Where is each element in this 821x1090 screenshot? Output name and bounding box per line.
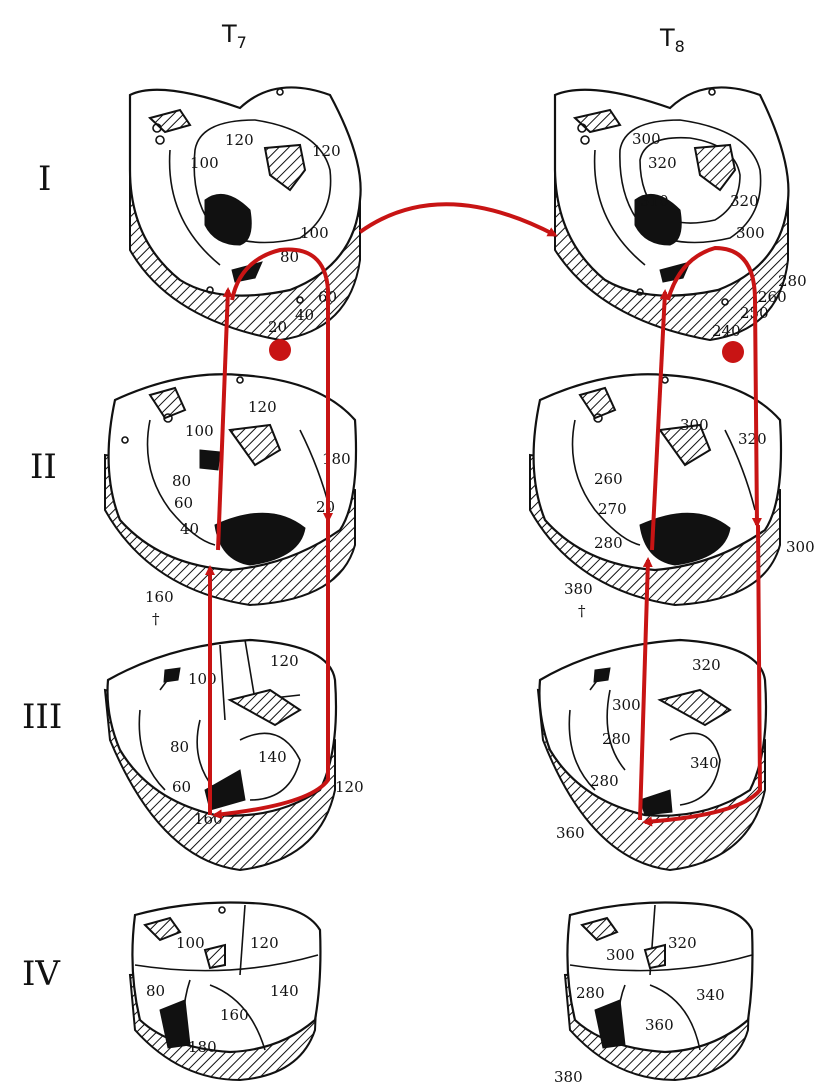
row-label-iv: IV — [22, 954, 61, 994]
value-label: 320 — [692, 656, 721, 674]
value-label: 300 — [736, 224, 765, 242]
slice-t7-ii: 120 100 80 60 40 180 20 160 † — [105, 374, 356, 628]
row-label-iii: III — [22, 697, 62, 737]
value-label: 20 — [268, 318, 287, 336]
value-label: 380 — [564, 580, 593, 598]
value-label: 310 — [640, 192, 669, 210]
value-label: 100 — [185, 422, 214, 440]
value-label: 140 — [270, 982, 299, 1000]
row-label-i: I — [38, 159, 51, 199]
arrow-t7-to-t8 — [360, 204, 555, 235]
value-label: 40 — [180, 520, 199, 538]
value-label: 320 — [668, 934, 697, 952]
value-label: 260 — [594, 470, 623, 488]
value-label: 20 — [316, 498, 335, 516]
row-label-ii: II — [30, 447, 57, 487]
value-label: 300 — [606, 946, 635, 964]
value-label: 280 — [594, 534, 623, 552]
value-label: 120 — [270, 652, 299, 670]
value-label: 120 — [225, 131, 254, 149]
value-label: 140 — [258, 748, 287, 766]
column-title-t8: T8 — [659, 24, 685, 56]
value-label: 320 — [738, 430, 767, 448]
column-title-t7: T7 — [221, 20, 247, 52]
start-marker-t7 — [269, 339, 291, 361]
slice-t8-iv: 300 320 280 340 360 380 — [554, 903, 753, 1087]
value-label: 380 — [554, 1068, 583, 1086]
cross-mark: † — [152, 610, 160, 628]
value-label: 120 — [335, 778, 364, 796]
value-label: 160 — [145, 588, 174, 606]
start-marker-t8 — [722, 341, 744, 363]
value-label: 80 — [172, 472, 191, 490]
value-label: 120 — [250, 934, 279, 952]
value-label: 60 — [172, 778, 191, 796]
value-label: 40 — [295, 306, 314, 324]
value-label: 300 — [786, 538, 815, 556]
value-label: 100 — [300, 224, 329, 242]
value-label: 280 — [602, 730, 631, 748]
value-label: 120 — [248, 398, 277, 416]
value-label: 240 — [712, 322, 741, 340]
value-label: 360 — [556, 824, 585, 842]
slice-t7-iv: 100 120 80 140 160 180 — [130, 903, 320, 1081]
value-label: 100 — [190, 154, 219, 172]
value-label: 320 — [648, 154, 677, 172]
value-label: 180 — [188, 1038, 217, 1056]
value-label: 340 — [696, 986, 725, 1004]
value-label: 120 — [312, 142, 341, 160]
value-label: 280 — [590, 772, 619, 790]
slice-t8-i: 300 320 310 320 300 280 260 250 240 — [555, 87, 807, 340]
value-label: 80 — [146, 982, 165, 1000]
value-label: 340 — [690, 754, 719, 772]
slice-t8-iii: 320 300 280 280 340 360 — [538, 640, 766, 870]
value-label: 300 — [612, 696, 641, 714]
value-label: 80 — [170, 738, 189, 756]
value-label: 60 — [174, 494, 193, 512]
value-label: 320 — [730, 192, 759, 210]
cross-mark: † — [578, 602, 586, 620]
slice-t7-iii: 100 120 80 140 60 120 160 — [105, 640, 364, 870]
value-label: 100 — [188, 670, 217, 688]
value-label: 280 — [576, 984, 605, 1002]
slice-t8-ii: 300 320 260 270 280 300 380 † — [530, 374, 815, 620]
value-label: 160 — [220, 1006, 249, 1024]
value-label: 100 — [176, 934, 205, 952]
value-label: 360 — [645, 1016, 674, 1034]
value-label: 300 — [680, 416, 709, 434]
value-label: 270 — [598, 500, 627, 518]
value-label: 300 — [632, 130, 661, 148]
